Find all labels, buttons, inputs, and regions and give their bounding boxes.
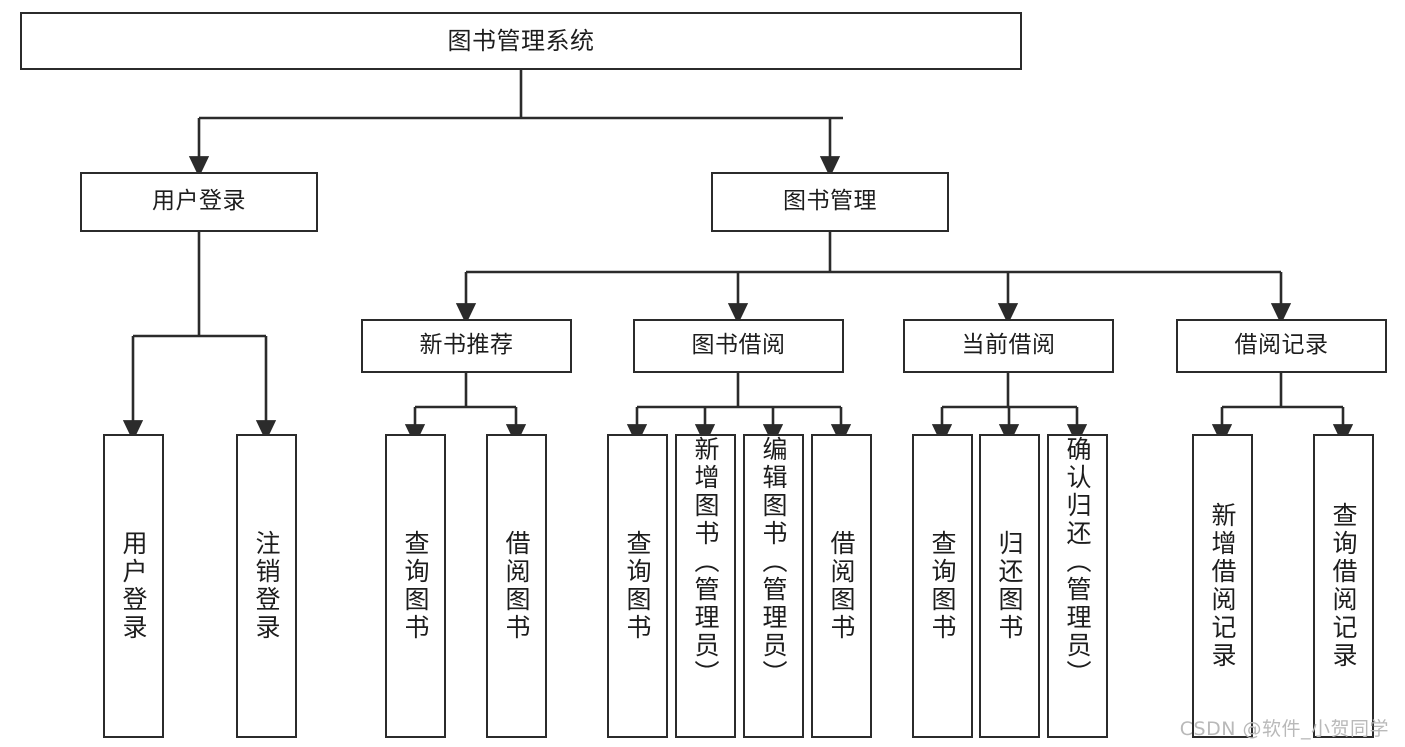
- leaf-book-borrow-edit-book-admin[interactable]: 编辑图书（管理员）: [743, 434, 804, 738]
- node-book-borrow[interactable]: 图书借阅: [633, 319, 844, 373]
- leaf-book-borrow-add-book-admin[interactable]: 新增图书（管理员）: [675, 434, 736, 738]
- node-label: 新书推荐: [419, 332, 514, 359]
- leaf-current-borrow-return-books[interactable]: 归还图书: [979, 434, 1040, 738]
- node-label: 确认归还（管理员）: [1063, 436, 1092, 688]
- node-label: 用户登录: [119, 530, 148, 642]
- csdn-watermark: CSDN @软件_小贺同学: [1179, 718, 1389, 740]
- node-book-management[interactable]: 图书管理: [711, 172, 949, 232]
- node-label: 图书借阅: [691, 332, 786, 359]
- leaf-user-login-logout[interactable]: 注销登录: [236, 434, 297, 738]
- node-root-system[interactable]: 图书管理系统: [20, 12, 1022, 70]
- node-current-borrow[interactable]: 当前借阅: [903, 319, 1114, 373]
- node-label: 编辑图书（管理员）: [759, 436, 788, 688]
- node-label: 当前借阅: [961, 332, 1056, 359]
- leaf-borrow-record-query-record[interactable]: 查询借阅记录: [1313, 434, 1374, 738]
- leaf-borrow-record-add-record[interactable]: 新增借阅记录: [1192, 434, 1253, 738]
- node-label: 注销登录: [252, 530, 281, 642]
- leaf-user-login-login[interactable]: 用户登录: [103, 434, 164, 738]
- node-label: 查询图书: [401, 530, 430, 642]
- node-new-book-recommend[interactable]: 新书推荐: [361, 319, 572, 373]
- node-label: 借阅图书: [502, 530, 531, 642]
- node-label: 图书管理系统: [447, 26, 595, 55]
- node-label: 借阅记录: [1234, 332, 1329, 359]
- node-label: 新增图书（管理员）: [691, 436, 720, 688]
- node-borrow-record[interactable]: 借阅记录: [1176, 319, 1387, 373]
- leaf-current-borrow-query-books[interactable]: 查询图书: [912, 434, 973, 738]
- node-label: 查询借阅记录: [1329, 502, 1358, 670]
- leaf-book-borrow-borrow-books[interactable]: 借阅图书: [811, 434, 872, 738]
- node-label: 归还图书: [995, 530, 1024, 642]
- node-label: 查询图书: [928, 530, 957, 642]
- leaf-new-book-query-books[interactable]: 查询图书: [385, 434, 446, 738]
- leaf-current-borrow-confirm-return-admin[interactable]: 确认归还（管理员）: [1047, 434, 1108, 738]
- node-label: 用户登录: [152, 188, 246, 215]
- node-user-login[interactable]: 用户登录: [80, 172, 318, 232]
- leaf-book-borrow-query-books[interactable]: 查询图书: [607, 434, 668, 738]
- node-label: 查询图书: [623, 530, 652, 642]
- node-label: 新增借阅记录: [1208, 502, 1237, 670]
- node-label: 图书管理: [783, 188, 877, 215]
- node-label: 借阅图书: [827, 530, 856, 642]
- leaf-new-book-borrow-books[interactable]: 借阅图书: [486, 434, 547, 738]
